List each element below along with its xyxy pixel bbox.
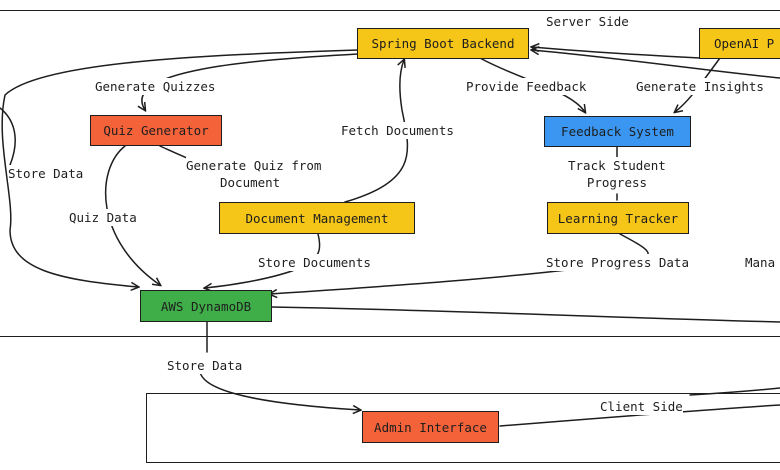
edge-store-progress [270, 233, 649, 294]
edge-store-data-bottom-b [199, 371, 360, 410]
label-store-progress-data: Store Progress Data [546, 254, 689, 271]
label-track-line-2: Progress [586, 175, 648, 190]
label-provide-feedback: Provide Feedback [466, 78, 587, 95]
label-generate-quizzes: Generate Quizzes [95, 78, 216, 95]
edge-right-to-backend [532, 50, 780, 79]
label-generate-quiz-line-2: Document [220, 175, 281, 190]
label-store-documents: Store Documents [258, 254, 371, 271]
edge-store-data-left [1, 49, 359, 287]
edge-quiz-data [104, 145, 160, 285]
edge-left-curve [0, 107, 16, 166]
label-track-line-1: Track Student [568, 158, 666, 173]
label-generate-quiz-line-1: Generate Quiz from [186, 158, 322, 173]
client-side-region [146, 393, 780, 463]
label-track-student-progress: Track Student Progress [568, 157, 666, 191]
aws-dynamodb-node[interactable]: AWS DynamoDB [140, 290, 272, 322]
edge-generate-quizzes [142, 53, 359, 110]
label-generate-insights: Generate Insights [636, 78, 764, 95]
feedback-system-node[interactable]: Feedback System [544, 116, 691, 147]
quiz-generator-node[interactable]: Quiz Generator [90, 115, 222, 146]
server-side-region [0, 10, 780, 337]
learning-tracker-node[interactable]: Learning Tracker [547, 202, 689, 234]
openai-node[interactable]: OpenAI P [699, 28, 780, 59]
document-management-node[interactable]: Document Management [219, 202, 415, 234]
server-side-title: Server Side [546, 14, 629, 29]
label-fetch-documents: Fetch Documents [341, 122, 454, 139]
admin-interface-node[interactable]: Admin Interface [362, 411, 499, 443]
spring-boot-backend-node[interactable]: Spring Boot Backend [357, 28, 529, 59]
label-generate-quiz-from-document: Generate Quiz from Document [186, 157, 322, 191]
label-manage-partial: Mana [745, 254, 776, 271]
label-quiz-data: Quiz Data [69, 209, 137, 226]
label-store-data-left: Store Data [8, 165, 84, 182]
edge-right-to-client [689, 387, 780, 396]
client-side-title: Client Side [600, 398, 683, 415]
label-store-data-bottom: Store Data [167, 357, 243, 374]
edge-dynamo-right [271, 306, 780, 323]
edge-openai-to-backend [532, 47, 701, 59]
